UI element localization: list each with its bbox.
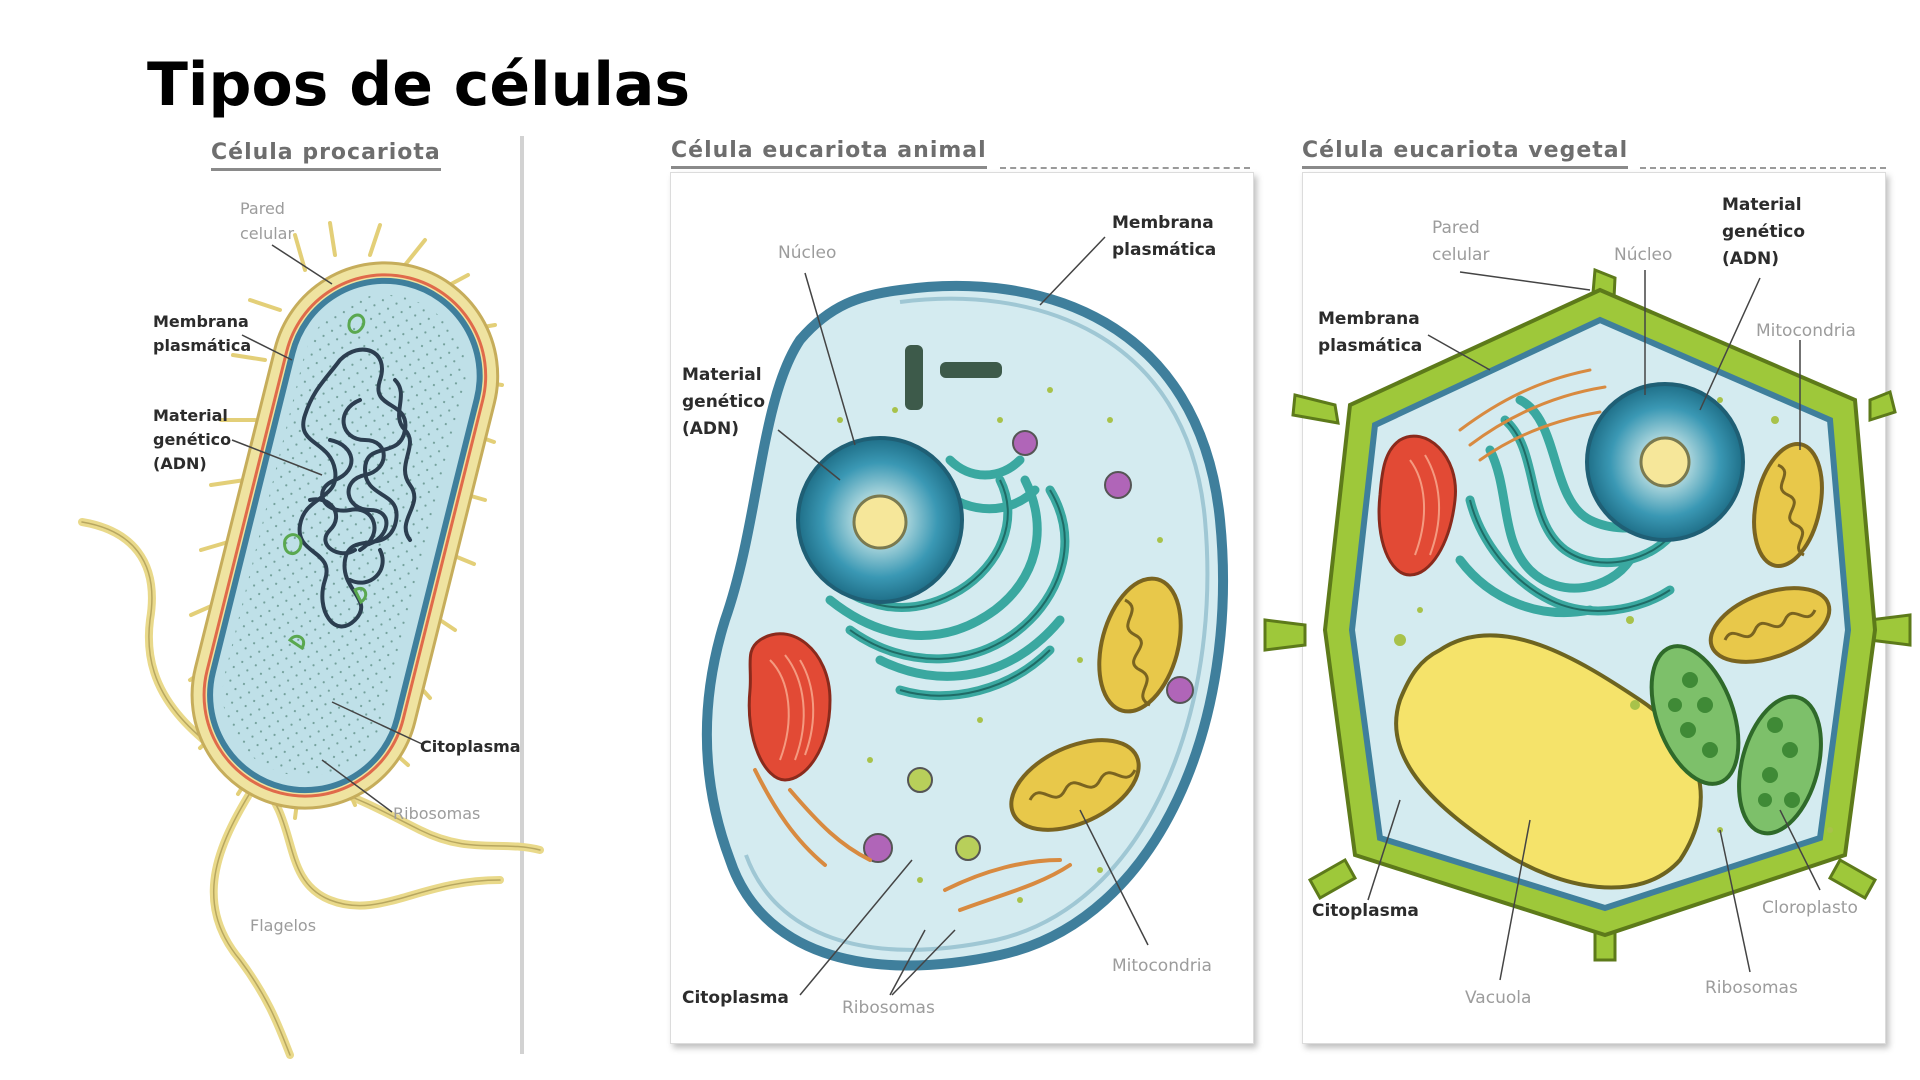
plant-label-vacuola: Vacuola: [1465, 988, 1532, 1008]
prok-label-citoplasma: Citoplasma: [420, 737, 521, 756]
animal-heading-dash: [1000, 167, 1250, 169]
prokaryote-heading-underline: [211, 168, 441, 171]
animal-heading-underline: [671, 166, 987, 169]
prok-label-ribosomas: Ribosomas: [393, 804, 481, 823]
plant-chloroplasts: [1649, 644, 1823, 836]
animal-vesicles: [863, 430, 1194, 863]
plant-heading-underline: [1302, 166, 1629, 169]
plant-label-mitocondria: Mitocondria: [1756, 321, 1856, 341]
plant-label-cloroplasto: Cloroplasto: [1762, 898, 1858, 918]
plant-heading-text: Célula eucariota vegetal: [1302, 138, 1629, 163]
plant-label-nucleo: Núcleo: [1614, 245, 1673, 265]
plant-label-membrana: Membrana plasmática: [1318, 309, 1423, 356]
plant-leaders: [1367, 270, 1821, 981]
animal-label-material: Material genético (ADN): [682, 365, 766, 439]
plant-mitochondria: [1708, 441, 1832, 664]
prokaryote-divider: [520, 136, 524, 1054]
plant-heading-dash: [1640, 167, 1886, 169]
prokaryote-leaders: [231, 244, 423, 813]
plant-label-ribosomas: Ribosomas: [1705, 978, 1798, 998]
animal-cell: [701, 280, 1228, 971]
animal-label-membrana: Membrana plasmática: [1112, 213, 1217, 260]
plant-heading: Célula eucariota vegetal: [1302, 138, 1629, 169]
prok-label-flagelos: Flagelos: [250, 916, 317, 935]
prokaryote-heading: Célula procariota: [211, 140, 441, 171]
animal-red-organelle: [747, 632, 832, 782]
prokaryote-dna: [297, 347, 417, 629]
plant-label-material: Material genético (ADN): [1722, 195, 1806, 269]
animal-leaders: [777, 236, 1149, 996]
plant-red-organelle: [1377, 434, 1457, 577]
plant-vacuole: [1394, 633, 1703, 890]
animal-mitochondria: [1009, 576, 1183, 832]
prok-label-membrana: Membrana plasmática: [153, 312, 252, 355]
prok-label-pared: Pared celular: [240, 199, 295, 243]
prok-label-material: Material genético (ADN): [153, 406, 232, 473]
page-title: Tipos de células: [147, 50, 691, 120]
plant-cell: [1263, 267, 1912, 962]
animal-heading: Célula eucariota animal: [671, 138, 987, 169]
plant-label-pared: Pared celular: [1432, 218, 1490, 265]
plant-nucleolus: [1639, 436, 1691, 488]
prokaryote-cell: [78, 221, 544, 1059]
animal-label-mitocondria: Mitocondria: [1112, 956, 1212, 976]
animal-label-nucleo: Núcleo: [778, 243, 837, 263]
animal-heading-text: Célula eucariota animal: [671, 138, 987, 163]
animal-nucleolus: [852, 494, 908, 550]
animal-label-citoplasma: Citoplasma: [682, 988, 789, 1008]
animal-label-ribosomas: Ribosomas: [842, 998, 935, 1018]
prokaryote-heading-text: Célula procariota: [211, 140, 441, 165]
animal-centriole: [905, 345, 1002, 410]
plant-label-citoplasma: Citoplasma: [1312, 901, 1419, 921]
